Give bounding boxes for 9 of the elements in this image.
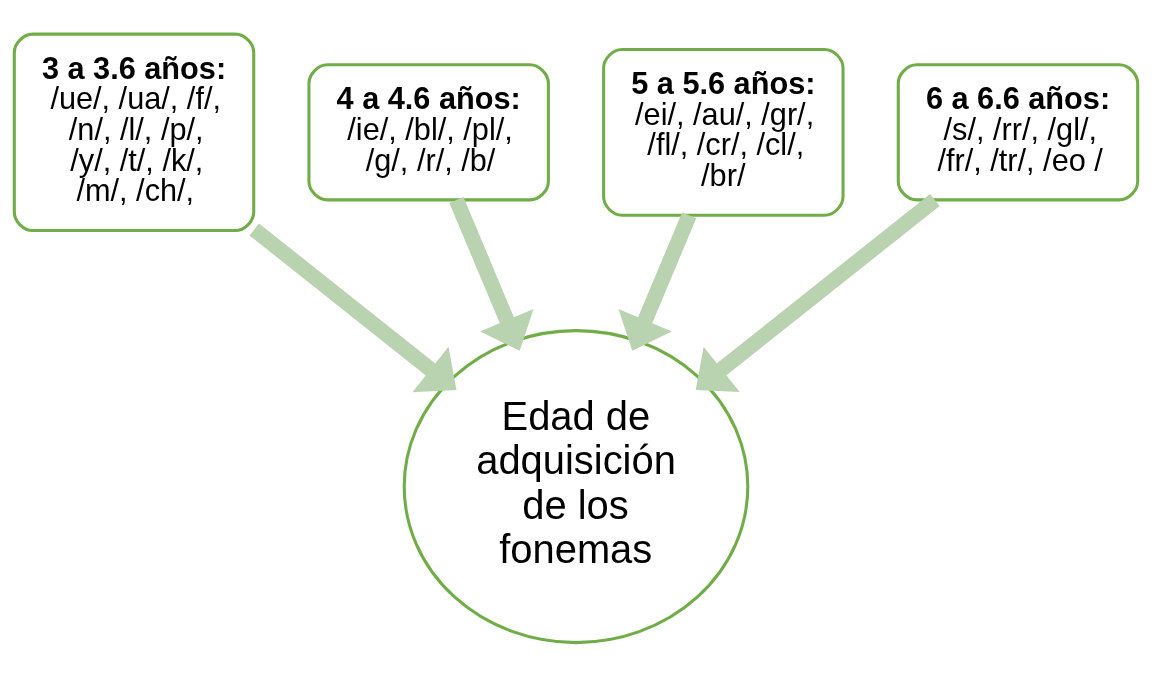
arrow: [695, 193, 940, 393]
node-box: 5 a 5.6 años: /ei/, /au/, /gr/, /fl/, /cr/, /cl/, /br/: [602, 47, 845, 217]
node-box: 3 a 3.6 años: /ue/, /ua/, /f/, /n/, /l/, /p/, /y/, /t/, /k/, /m/, /ch/,: [12, 32, 256, 233]
node-circle: Edad de adquisición de los fonemas: [402, 329, 750, 645]
arrow: [449, 196, 534, 351]
node-box: 6 a 6.6 años: /s/, /rr/, /gl/, /fr/, /tr/, /eo /: [896, 63, 1140, 202]
arrow: [618, 212, 697, 351]
arrow: [249, 223, 457, 393]
node-box: 4 a 4.6 años: /ie/, /bl/, /pl/, /g/, /r/, /b/: [307, 63, 550, 202]
